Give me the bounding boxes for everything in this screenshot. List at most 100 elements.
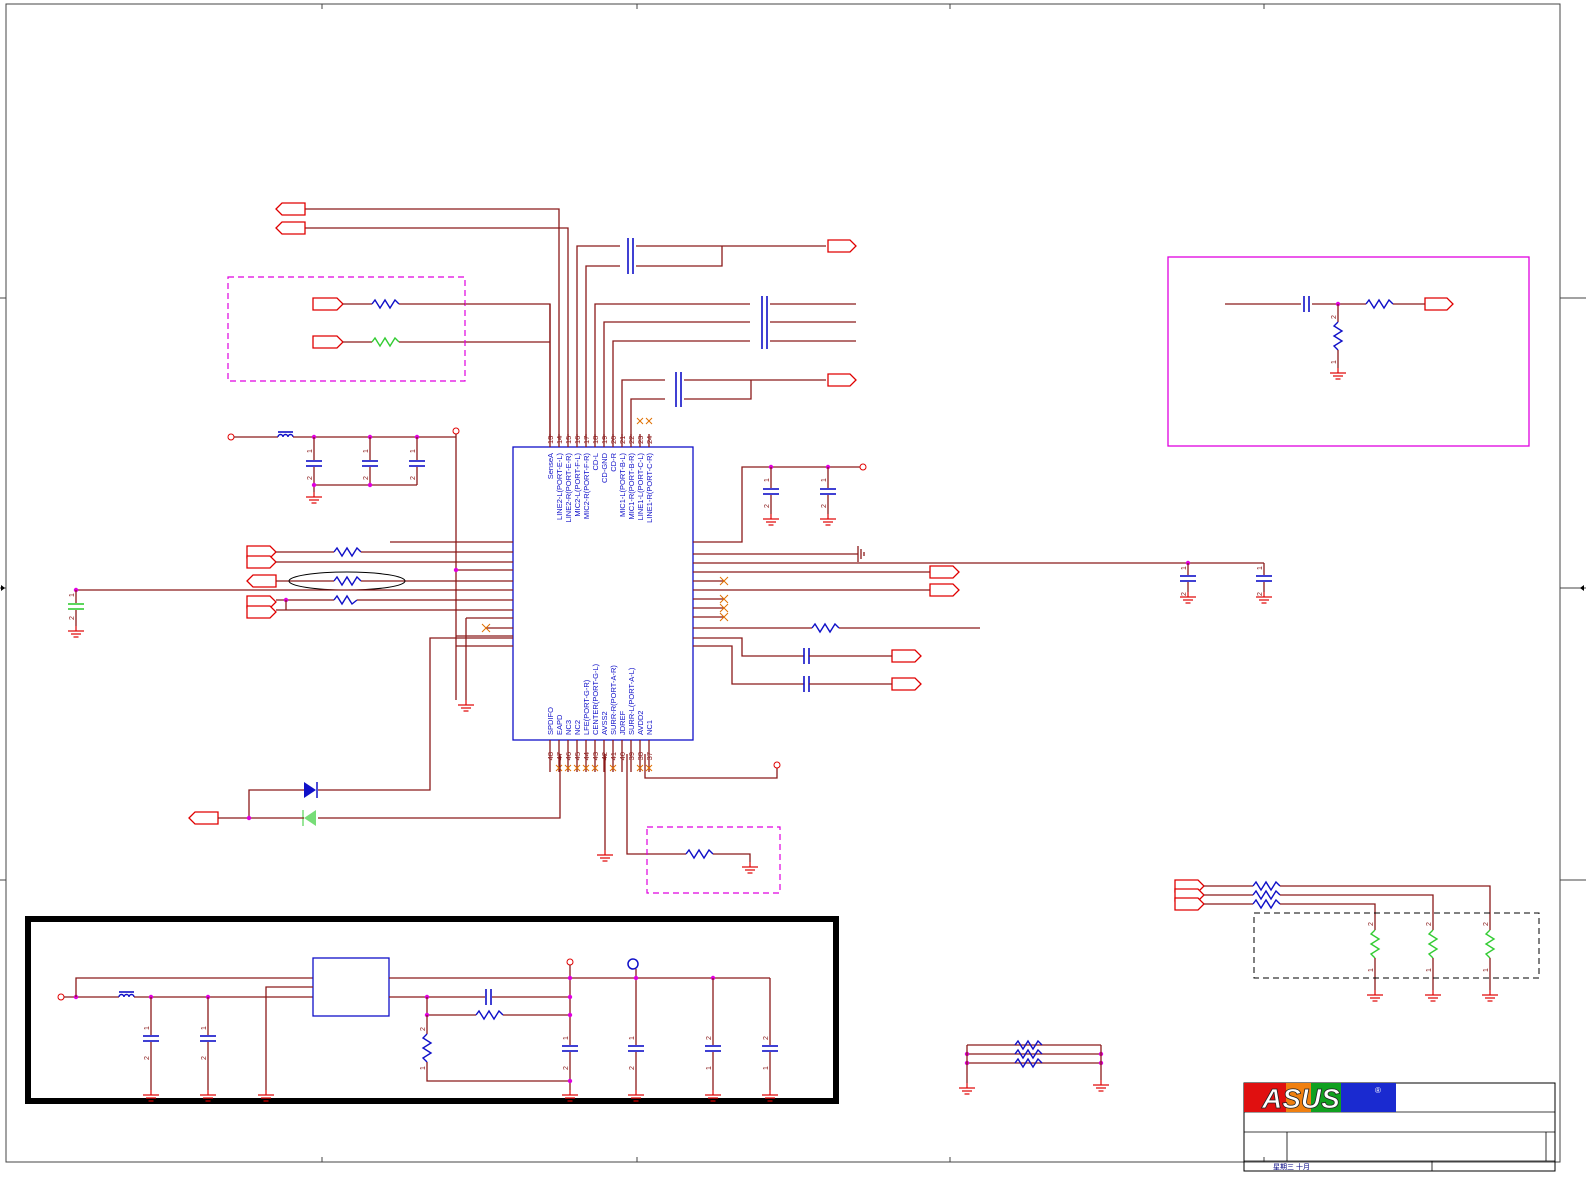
part-pin-number: 2	[307, 476, 314, 480]
pin-label: NC1	[645, 720, 654, 735]
pin-label: MIC1-R(PORT-B-R)	[627, 453, 636, 520]
part-pin-number: 2	[1483, 922, 1490, 926]
part-pin-number: 1	[69, 593, 76, 597]
pin-label: SPDIFO	[546, 707, 555, 735]
part-pin-number: 2	[1426, 922, 1433, 926]
left-wiring	[67, 541, 561, 826]
vdd-filter	[227, 427, 460, 700]
pin-label: LINE1-R(PORT-C-R)	[645, 453, 654, 523]
no-connect-mark	[609, 764, 617, 772]
title-block: ASUS ® 星期三 十月	[1243, 1082, 1556, 1172]
pin-label: SenseA	[546, 453, 555, 479]
part-pin-number: 2	[1368, 922, 1375, 926]
pin-number: 40	[618, 752, 627, 760]
pin-label: LINE2-L(PORT-E-L)	[555, 453, 564, 520]
resistor-array	[958, 1039, 1110, 1095]
pin-label: LINE1-L(PORT-C-L)	[636, 453, 645, 521]
codec-bottom-pins: 48SPDIFO47EAPD46NC345NC244LFE(PORT-G-R)4…	[546, 663, 654, 772]
date-text: 星期三 十月	[1273, 1162, 1310, 1171]
no-connect-mark	[564, 764, 572, 772]
top-wiring	[305, 208, 856, 440]
codec-ic: 13SenseA14LINE2-L(PORT-E-L)15LINE2-R(POR…	[512, 417, 694, 772]
avdd-filter	[693, 463, 867, 543]
pin-label: AVDD2	[636, 711, 645, 735]
part-pin-number: 2	[410, 476, 417, 480]
pin-number: 39	[627, 752, 636, 760]
pin-number: 43	[591, 752, 600, 760]
pin-number: 24	[645, 436, 654, 444]
part-pin-number: 2	[629, 1066, 636, 1070]
codec-top-pins: 13SenseA14LINE2-L(PORT-E-L)15LINE2-R(POR…	[546, 417, 654, 523]
option-box-bottom	[646, 826, 781, 894]
no-connect-mark	[636, 417, 644, 425]
no-connect-mark	[636, 764, 644, 772]
part-pin-number: 2	[706, 1036, 713, 1040]
pulldown-resistors	[1204, 880, 1499, 1002]
part-pin-number: 1	[201, 1026, 208, 1030]
jack-sense-box	[1167, 256, 1530, 447]
pin-label: EAPD	[555, 714, 564, 735]
part-pin-number: 1	[144, 1026, 151, 1030]
regulator-block	[25, 916, 839, 1104]
part-pin-number: 1	[410, 449, 417, 453]
part-pin-number: 1	[1257, 566, 1264, 570]
part-pin-number: 1	[764, 478, 771, 482]
part-pin-number: 1	[1368, 968, 1375, 972]
pin-label: CD-L	[591, 453, 600, 471]
no-connect-mark	[582, 764, 590, 772]
pin-label: SURR-L(PORT-A-L)	[627, 667, 636, 735]
pin-label: AVSS2	[600, 711, 609, 735]
pin-number: 37	[645, 752, 654, 760]
part-pin-number: 1	[706, 1066, 713, 1070]
bottom-wiring	[596, 754, 781, 874]
pin-number: 23	[636, 436, 645, 444]
part-pin-number: 1	[563, 1036, 570, 1040]
off-page-ports	[188, 202, 1454, 911]
pin-label: NC2	[573, 720, 582, 735]
part-pin-number: 1	[1483, 968, 1490, 972]
part-pin-number: 2	[420, 1027, 427, 1031]
pin-label: JDREF	[618, 710, 627, 735]
part-pin-number: 1	[629, 1036, 636, 1040]
part-pin-number: 1	[1181, 566, 1188, 570]
pin-label: LINE2-R(PORT-E-R)	[564, 452, 573, 522]
pin-label: CD-GND	[600, 452, 609, 483]
part-pin-number: 2	[563, 1066, 570, 1070]
logo-text: ASUS	[1261, 1083, 1340, 1114]
part-pin-number: 1	[420, 1066, 427, 1070]
pin-number: 48	[546, 752, 555, 760]
option-box-top	[227, 276, 466, 382]
option-resistors	[343, 298, 465, 348]
pin-label: MIC2-R(PORT-F-R)	[582, 453, 591, 520]
pin-number: 41	[609, 752, 618, 760]
part-pin-number: 2	[821, 504, 828, 508]
pin-number: 45	[573, 752, 582, 760]
part-pin-number: 2	[144, 1056, 151, 1060]
no-connect-mark	[645, 764, 653, 772]
pin-label: CENTER(PORT-G-L)	[591, 663, 600, 735]
pin-label: NC3	[564, 720, 573, 735]
no-connect-mark	[555, 764, 563, 772]
right-wiring	[481, 546, 1273, 692]
top-capacitors	[627, 238, 768, 407]
part-pin-number: 2	[1331, 315, 1338, 319]
part-pin-number: 1	[821, 478, 828, 482]
part-pin-number: 1	[1331, 360, 1338, 364]
part-pin-number: 2	[1257, 592, 1264, 596]
part-pin-number: 2	[69, 616, 76, 620]
sheet-frame	[0, 3, 1586, 1163]
part-pin-number: 2	[764, 504, 771, 508]
part-pin-number: 2	[1181, 592, 1188, 596]
pin-label: SURR-R(PORT-A-R)	[609, 665, 618, 735]
pin-label: LFE(PORT-G-R)	[582, 679, 591, 735]
no-connect-mark	[573, 764, 581, 772]
part-pin-number: 2	[363, 476, 370, 480]
pin-label: CD-R	[609, 452, 618, 471]
pin-number: 44	[582, 752, 591, 760]
registered-mark: ®	[1375, 1086, 1381, 1095]
part-pin-number: 2	[201, 1056, 208, 1060]
jack-sense-circuit	[1225, 296, 1425, 380]
part-pin-number: 2	[763, 1036, 770, 1040]
